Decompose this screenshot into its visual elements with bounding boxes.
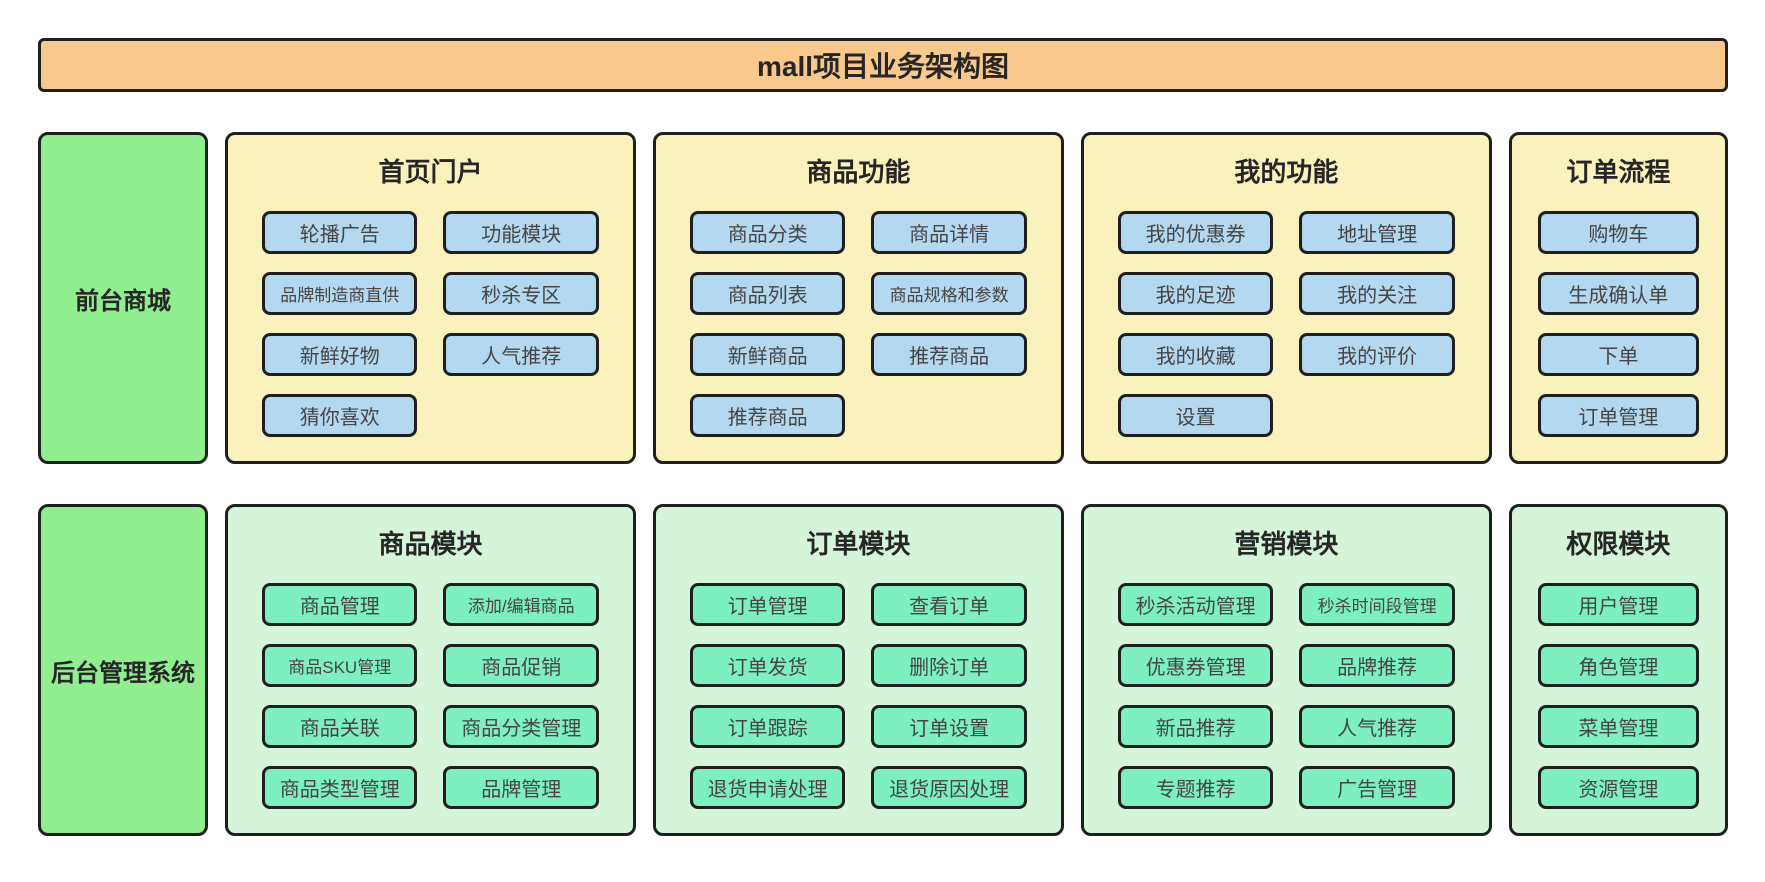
node-grid-order-module: 订单管理查看订单订单发货删除订单订单跟踪订单设置退货申请处理退货原因处理 (656, 583, 1061, 809)
diagram-node: 专题推荐 (1117, 766, 1274, 809)
diagram-node: 人气推荐 (1299, 705, 1455, 748)
panel-order-flow: 订单流程购物车生成确认单下单订单管理 (1508, 132, 1728, 464)
panel-my-features: 我的功能我的优惠券地址管理我的足迹我的关注我的收藏我的评价设置 (1080, 132, 1492, 464)
node-grid-marketing-module: 秒杀活动管理秒杀时间段管理优惠券管理品牌推荐新品推荐人气推荐专题推荐广告管理 (1084, 583, 1489, 809)
panel-title-product-module: 商品模块 (378, 529, 483, 559)
panel-title-marketing-module: 营销模块 (1234, 529, 1339, 559)
panel-order-module: 订单模块订单管理查看订单订单发货删除订单订单跟踪订单设置退货申请处理退货原因处理 (652, 504, 1064, 836)
diagram-node: 商品类型管理 (262, 766, 418, 809)
panel-permission-module: 权限模块用户管理角色管理菜单管理资源管理 (1508, 504, 1728, 836)
panel-product-module: 商品模块商品管理添加/编辑商品商品SKU管理商品促销商品关联商品分类管理商品类型… (225, 504, 636, 836)
panel-title-order-module: 订单模块 (806, 529, 911, 559)
diagram-node: 商品关联 (262, 705, 418, 748)
diagram-node: 新品推荐 (1117, 705, 1274, 748)
diagram-node: 订单设置 (871, 705, 1027, 748)
diagram-node: 商品SKU管理 (262, 644, 418, 687)
diagram-node: 秒杀时间段管理 (1299, 583, 1455, 626)
backend-admin-label: 后台管理系统 (38, 504, 208, 836)
diagram-node: 删除订单 (871, 644, 1027, 687)
panel-marketing-module: 营销模块秒杀活动管理秒杀时间段管理优惠券管理品牌推荐新品推荐人气推荐专题推荐广告… (1080, 504, 1492, 836)
diagram-title: mall项目业务架构图 (756, 51, 1010, 82)
diagram-node: 我的优惠券 (1117, 211, 1274, 254)
diagram-node: 功能模块 (443, 211, 599, 254)
diagram-node: 品牌推荐 (1299, 644, 1455, 687)
diagram-node: 角色管理 (1537, 644, 1699, 687)
diagram-node: 商品列表 (689, 272, 846, 315)
diagram-node: 订单管理 (689, 583, 846, 626)
diagram-node: 优惠券管理 (1117, 644, 1274, 687)
panel-title-home-portal: 首页门户 (378, 157, 483, 187)
diagram-node: 商品规格和参数 (871, 272, 1027, 315)
panel-home-portal: 首页门户轮播广告功能模块品牌制造商直供秒杀专区新鲜好物人气推荐猜你喜欢 (225, 132, 636, 464)
diagram-node: 商品管理 (262, 583, 418, 626)
diagram-node: 人气推荐 (443, 333, 599, 376)
diagram-node: 添加/编辑商品 (443, 583, 599, 626)
diagram-node: 订单跟踪 (689, 705, 846, 748)
diagram-node: 下单 (1537, 333, 1699, 376)
panel-product-features: 商品功能商品分类商品详情商品列表商品规格和参数新鲜商品推荐商品推荐商品 (652, 132, 1064, 464)
panel-title-product-features: 商品功能 (806, 157, 911, 187)
backend-admin-row: 后台管理系统商品模块商品管理添加/编辑商品商品SKU管理商品促销商品关联商品分类… (38, 504, 1728, 836)
diagram-node: 品牌制造商直供 (262, 272, 418, 315)
diagram-node: 资源管理 (1537, 766, 1699, 809)
diagram-node: 推荐商品 (871, 333, 1027, 376)
diagram-node: 订单管理 (1537, 394, 1699, 437)
panel-title-my-features: 我的功能 (1234, 157, 1339, 187)
node-grid-order-flow: 购物车生成确认单下单订单管理 (1512, 211, 1725, 437)
frontend-mall-label: 前台商城 (38, 132, 208, 464)
diagram-node: 退货申请处理 (689, 766, 846, 809)
node-grid-product-features: 商品分类商品详情商品列表商品规格和参数新鲜商品推荐商品推荐商品 (656, 211, 1061, 437)
node-grid-product-module: 商品管理添加/编辑商品商品SKU管理商品促销商品关联商品分类管理商品类型管理品牌… (228, 583, 633, 809)
diagram-node: 我的评价 (1299, 333, 1455, 376)
diagram-node: 新鲜商品 (689, 333, 846, 376)
diagram-node: 秒杀活动管理 (1117, 583, 1274, 626)
diagram-node: 推荐商品 (689, 394, 846, 437)
panel-title-order-flow: 订单流程 (1566, 157, 1671, 187)
diagram-node: 轮播广告 (262, 211, 418, 254)
diagram-body: 前台商城首页门户轮播广告功能模块品牌制造商直供秒杀专区新鲜好物人气推荐猜你喜欢商… (38, 132, 1728, 836)
diagram-node: 退货原因处理 (871, 766, 1027, 809)
diagram-node: 用户管理 (1537, 583, 1699, 626)
diagram-node: 品牌管理 (443, 766, 599, 809)
diagram-node: 购物车 (1537, 211, 1699, 254)
frontend-mall-row: 前台商城首页门户轮播广告功能模块品牌制造商直供秒杀专区新鲜好物人气推荐猜你喜欢商… (38, 132, 1728, 464)
diagram-node: 商品详情 (871, 211, 1027, 254)
diagram-node: 生成确认单 (1537, 272, 1699, 315)
diagram-node: 设置 (1117, 394, 1274, 437)
diagram-node: 我的足迹 (1117, 272, 1274, 315)
diagram-node: 商品促销 (443, 644, 599, 687)
diagram-node: 新鲜好物 (262, 333, 418, 376)
node-grid-permission-module: 用户管理角色管理菜单管理资源管理 (1512, 583, 1725, 809)
diagram-node: 商品分类 (689, 211, 846, 254)
diagram-node: 商品分类管理 (443, 705, 599, 748)
diagram-node: 广告管理 (1299, 766, 1455, 809)
diagram-node: 订单发货 (689, 644, 846, 687)
diagram-node: 查看订单 (871, 583, 1027, 626)
diagram-node: 我的关注 (1299, 272, 1455, 315)
diagram-node: 菜单管理 (1537, 705, 1699, 748)
diagram-node: 秒杀专区 (443, 272, 599, 315)
node-grid-home-portal: 轮播广告功能模块品牌制造商直供秒杀专区新鲜好物人气推荐猜你喜欢 (228, 211, 633, 437)
diagram-node: 猜你喜欢 (262, 394, 418, 437)
diagram-title-banner: mall项目业务架构图 (38, 38, 1728, 92)
node-grid-my-features: 我的优惠券地址管理我的足迹我的关注我的收藏我的评价设置 (1084, 211, 1489, 437)
panel-title-permission-module: 权限模块 (1566, 529, 1671, 559)
diagram-node: 地址管理 (1299, 211, 1455, 254)
diagram-node: 我的收藏 (1117, 333, 1274, 376)
